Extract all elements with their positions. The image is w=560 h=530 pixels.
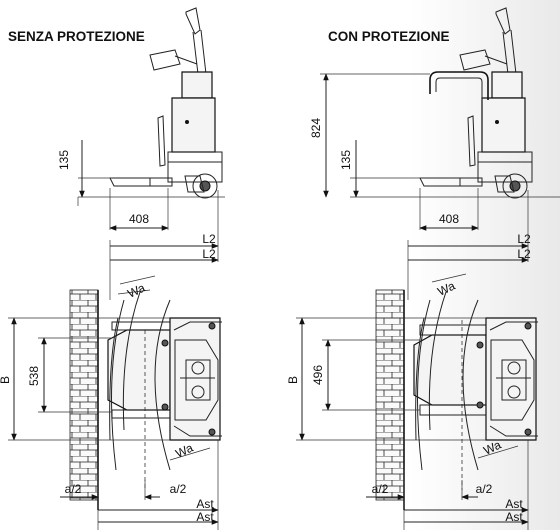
- dim-label-wa: Wa: [173, 440, 195, 460]
- dim-label-b: B: [286, 376, 300, 384]
- dim-538-left: 538: [27, 337, 112, 413]
- dim-135-left: 135: [57, 140, 112, 206]
- panel-title: SENZA PROTEZIONE: [8, 29, 145, 44]
- dim-496-right: 496: [311, 339, 420, 411]
- dim-label-l2: L2: [202, 247, 216, 261]
- dim-824-right: 824: [309, 73, 430, 198]
- dim-ast-left: a/2 a/2 Ast Ast: [60, 440, 219, 530]
- dim-b-left: B: [0, 317, 170, 441]
- top-view-truck: [69, 289, 222, 510]
- dim-label-408: 408: [129, 212, 149, 226]
- dim-label-l2: L2: [202, 232, 216, 246]
- dim-label-wa: Wa: [435, 278, 457, 298]
- dim-ast-right: a/2 a/2 Ast Ast: [366, 440, 529, 530]
- panel-senza-protezione: SENZA PROTEZIONE: [0, 7, 225, 530]
- dim-135-right: 135: [339, 140, 422, 198]
- dim-label-ast: Ast: [196, 510, 214, 524]
- side-view-truck-with-guard: [350, 7, 560, 199]
- dim-label-538: 538: [27, 366, 41, 386]
- dim-408-left: 408: [109, 188, 169, 231]
- dim-label-ast: Ast: [505, 510, 523, 524]
- wall: [375, 289, 405, 501]
- dim-label-a2: a/2: [65, 482, 82, 496]
- dim-label-ast: Ast: [505, 497, 523, 511]
- dim-label-b: B: [0, 376, 12, 384]
- dim-b-right: B: [286, 317, 486, 441]
- dim-408-right: 408: [419, 188, 479, 231]
- dim-label-135: 135: [339, 150, 353, 170]
- dim-label-408: 408: [439, 212, 459, 226]
- top-view-truck-with-guard: [375, 289, 538, 510]
- panel-title: CON PROTEZIONE: [328, 29, 450, 44]
- dim-label-a2: a/2: [170, 482, 187, 496]
- side-view-truck: [78, 7, 225, 199]
- dim-label-ast: Ast: [196, 497, 214, 511]
- dim-label-wa: Wa: [125, 280, 147, 300]
- dim-label-135: 135: [57, 150, 71, 170]
- right-edge-shading: [410, 0, 560, 530]
- dim-label-824: 824: [309, 118, 323, 138]
- dim-label-a2: a/2: [372, 482, 389, 496]
- panel-con-protezione: CON PROTEZIONE: [286, 7, 560, 530]
- dim-label-496: 496: [311, 365, 325, 385]
- dim-label-a2: a/2: [476, 482, 493, 496]
- dim-label-l2: L2: [517, 232, 531, 246]
- dim-label-wa: Wa: [481, 437, 503, 457]
- wall: [69, 289, 99, 501]
- dim-label-l2: L2: [517, 247, 531, 261]
- dim-l2-right: L2 L2: [407, 190, 531, 300]
- dim-l2-left: L2 L2: [109, 190, 219, 300]
